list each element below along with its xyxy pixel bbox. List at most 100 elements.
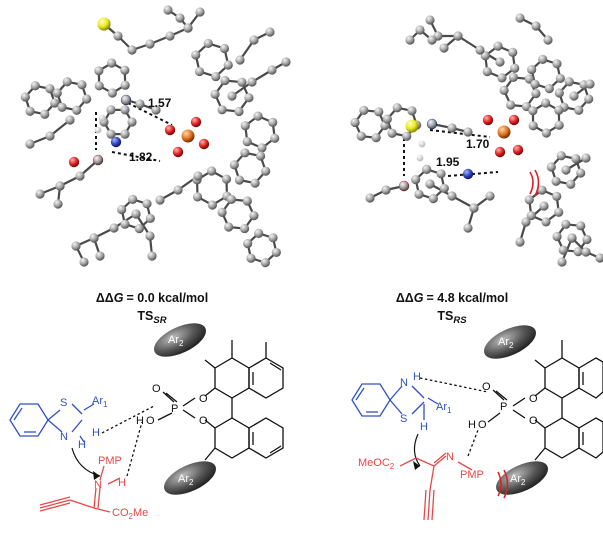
ts-sr-atom xyxy=(40,109,50,119)
ts-sr-atom xyxy=(247,77,257,87)
svg-text:Ar2: Ar2 xyxy=(498,336,514,350)
ts-sr-atom xyxy=(226,194,237,205)
ts-rs-atom xyxy=(521,217,531,227)
svg-text:O: O xyxy=(152,383,161,395)
ts-rs-atom xyxy=(537,185,547,195)
ts-sr-atom xyxy=(267,65,277,75)
ts-sr-atom xyxy=(106,105,116,115)
ts-rs-atom xyxy=(515,237,525,247)
ts-sr-atom xyxy=(198,138,210,150)
ts-sr-atom xyxy=(145,231,155,241)
ts-rs-atom xyxy=(554,88,564,98)
ts-sr-atom xyxy=(120,65,130,75)
svg-text:P: P xyxy=(171,403,178,415)
ts-sr-atom xyxy=(173,185,183,195)
ts-rs-atom xyxy=(530,79,540,89)
ts-rs-atom xyxy=(584,94,594,104)
ts-sr-atom xyxy=(121,95,131,105)
svg-text:H: H xyxy=(136,415,144,427)
ts-rs-atom xyxy=(512,144,524,156)
ts-sr-atom xyxy=(172,146,184,158)
svg-text:Ar1: Ar1 xyxy=(436,401,452,415)
ts-sr-atom xyxy=(219,43,230,54)
ts-rs-model: 1.70 1.95 xyxy=(350,13,603,267)
ts-sr-atom xyxy=(281,57,291,67)
ts-sr-atom xyxy=(82,94,92,104)
svg-text:N: N xyxy=(60,431,68,443)
ts-sr-atom xyxy=(221,174,232,184)
svg-text:H: H xyxy=(92,427,100,439)
ts-rs-atom xyxy=(493,41,503,51)
ts-sr-atom xyxy=(151,105,161,115)
ts-sr-atom xyxy=(271,247,281,258)
ts-sr-atom xyxy=(94,81,104,91)
ts-rs-atom xyxy=(416,154,424,162)
ts-sr-model: 1.57 1.82 xyxy=(20,5,291,268)
ts-sr-atom xyxy=(53,199,63,209)
ts-rs-atom xyxy=(552,59,562,69)
ts-sr-atom xyxy=(106,129,116,139)
svg-text:P: P xyxy=(500,401,507,413)
ts-sr-atom xyxy=(206,166,217,176)
ts-sr-atom xyxy=(181,129,195,143)
ts-sr-atom xyxy=(97,17,111,31)
ts-sr-atom xyxy=(120,105,130,115)
ts-rs-atom xyxy=(427,119,437,129)
ts-sr-atom xyxy=(253,111,263,121)
svg-text:PMP: PMP xyxy=(98,455,122,467)
ts-rs-atom xyxy=(365,193,375,203)
svg-text:H: H xyxy=(78,439,86,451)
ts-rs-atom xyxy=(551,176,561,186)
ts-sr-atom xyxy=(240,148,250,158)
svg-text:Ar1: Ar1 xyxy=(92,395,108,409)
ts-rs-atom xyxy=(539,201,549,211)
ts-sr-atom xyxy=(220,75,230,86)
ts-rs-distance-1: 1.70 xyxy=(466,137,490,151)
ts-rs-atom xyxy=(566,179,576,189)
ts-sr-atom xyxy=(217,207,227,218)
ts-rs-atom xyxy=(541,217,551,227)
ts-rs-atom xyxy=(495,57,505,67)
svg-text:H: H xyxy=(420,421,428,433)
ts-rs-atom xyxy=(463,223,473,233)
ts-sr-atom xyxy=(175,13,185,23)
ts-sr-atoms xyxy=(20,5,291,268)
ts-sr-atom xyxy=(68,156,80,168)
ts-rs-atom xyxy=(543,35,553,45)
ts-rs-atom xyxy=(405,119,419,133)
ts-rs-atom xyxy=(561,165,571,175)
ts-rs-atom xyxy=(555,73,565,84)
ts-rs-label: TSRS xyxy=(437,309,467,326)
svg-text:H: H xyxy=(118,477,126,489)
ts-rs-atoms xyxy=(350,13,603,267)
ts-rs-atom xyxy=(576,221,586,231)
ts-sr-atom xyxy=(270,133,280,143)
svg-text:PMP: PMP xyxy=(460,469,484,481)
ts-rs-atom xyxy=(439,183,449,194)
ts-sr-atom xyxy=(25,106,35,116)
ts-rs-atom xyxy=(402,131,412,141)
ts-sr-atom xyxy=(242,196,252,206)
ts-rs-atom xyxy=(576,168,586,178)
ts-rs-atom xyxy=(439,43,449,53)
ts-rs-atom xyxy=(531,21,541,31)
ts-rs-atom xyxy=(561,219,571,229)
ts-sr-atom xyxy=(164,124,176,136)
ts-sr-atom xyxy=(243,238,253,249)
ts-rs-clash-mark-2 xyxy=(534,169,540,197)
ts-sr-atom xyxy=(95,251,105,261)
ts-rs-atom xyxy=(554,120,564,130)
ts-rs-atom xyxy=(544,84,554,94)
ts-rs-atom xyxy=(482,67,492,77)
ts-rs-atom xyxy=(399,181,409,191)
ts-rs-atom xyxy=(573,247,583,257)
ts-rs-atom xyxy=(414,189,424,199)
ts-rs-atom xyxy=(405,35,415,45)
ts-sr-atom xyxy=(224,222,234,232)
ts-rs-atom xyxy=(564,77,574,87)
ts-sr-atom xyxy=(242,137,252,147)
ts-rs-atom xyxy=(381,185,391,195)
ts-rs-atom xyxy=(552,191,562,201)
svg-text:O: O xyxy=(199,393,208,405)
ts-sr-atom xyxy=(234,106,244,117)
